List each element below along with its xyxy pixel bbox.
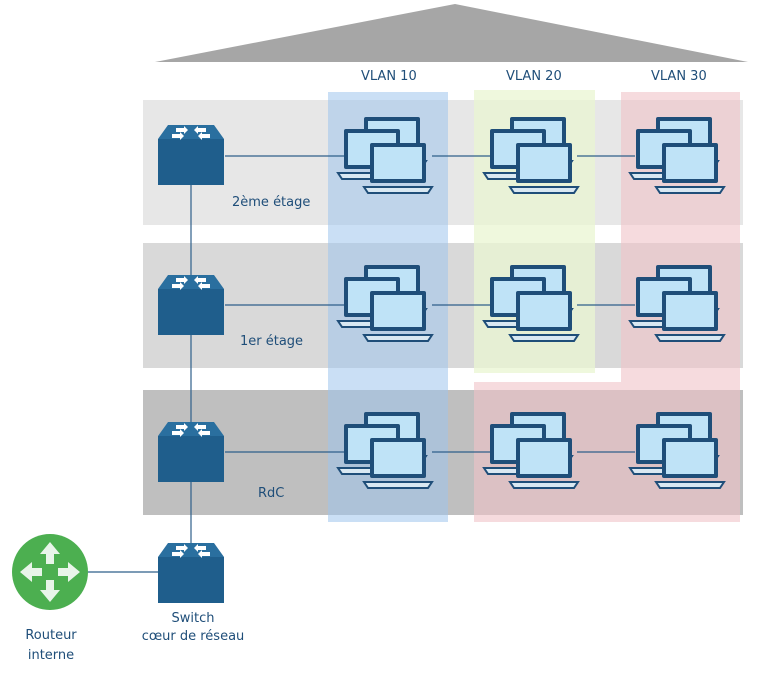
vlan-20-label: VLAN 20 — [506, 69, 562, 84]
floor-label-2eme: 2ème étage — [232, 195, 311, 210]
core-switch — [158, 543, 224, 603]
switch-2eme-etage — [158, 125, 224, 185]
router-label-line2: interne — [27, 648, 75, 663]
vlan-30-label: VLAN 30 — [651, 69, 707, 84]
laptop-group-1er-vlan20 — [482, 265, 580, 342]
switch-1er-etage — [158, 275, 224, 335]
core-switch-label-line2: cœur de réseau — [141, 629, 245, 644]
laptop-group-2eme-vlan30 — [628, 117, 726, 194]
laptop-group-rdc-vlan10 — [336, 412, 434, 489]
laptop-group-2eme-vlan20 — [482, 117, 580, 194]
floor-label-1er: 1er étage — [240, 334, 304, 349]
core-switch-label-line1: Switch — [171, 611, 215, 626]
router-icon — [12, 534, 88, 610]
laptop-group-1er-vlan10 — [336, 265, 434, 342]
floor-label-rdc: RdC — [258, 486, 285, 501]
building-roof — [155, 4, 748, 62]
laptop-group-rdc-vlan20 — [482, 412, 580, 489]
laptop-group-2eme-vlan10 — [336, 117, 434, 194]
vlan-10-label: VLAN 10 — [361, 69, 417, 84]
laptop-group-rdc-vlan30 — [628, 412, 726, 489]
network-links — [88, 155, 635, 573]
router-label-line1: Routeur — [25, 628, 77, 643]
switch-rdc — [158, 422, 224, 482]
laptop-group-1er-vlan30 — [628, 265, 726, 342]
